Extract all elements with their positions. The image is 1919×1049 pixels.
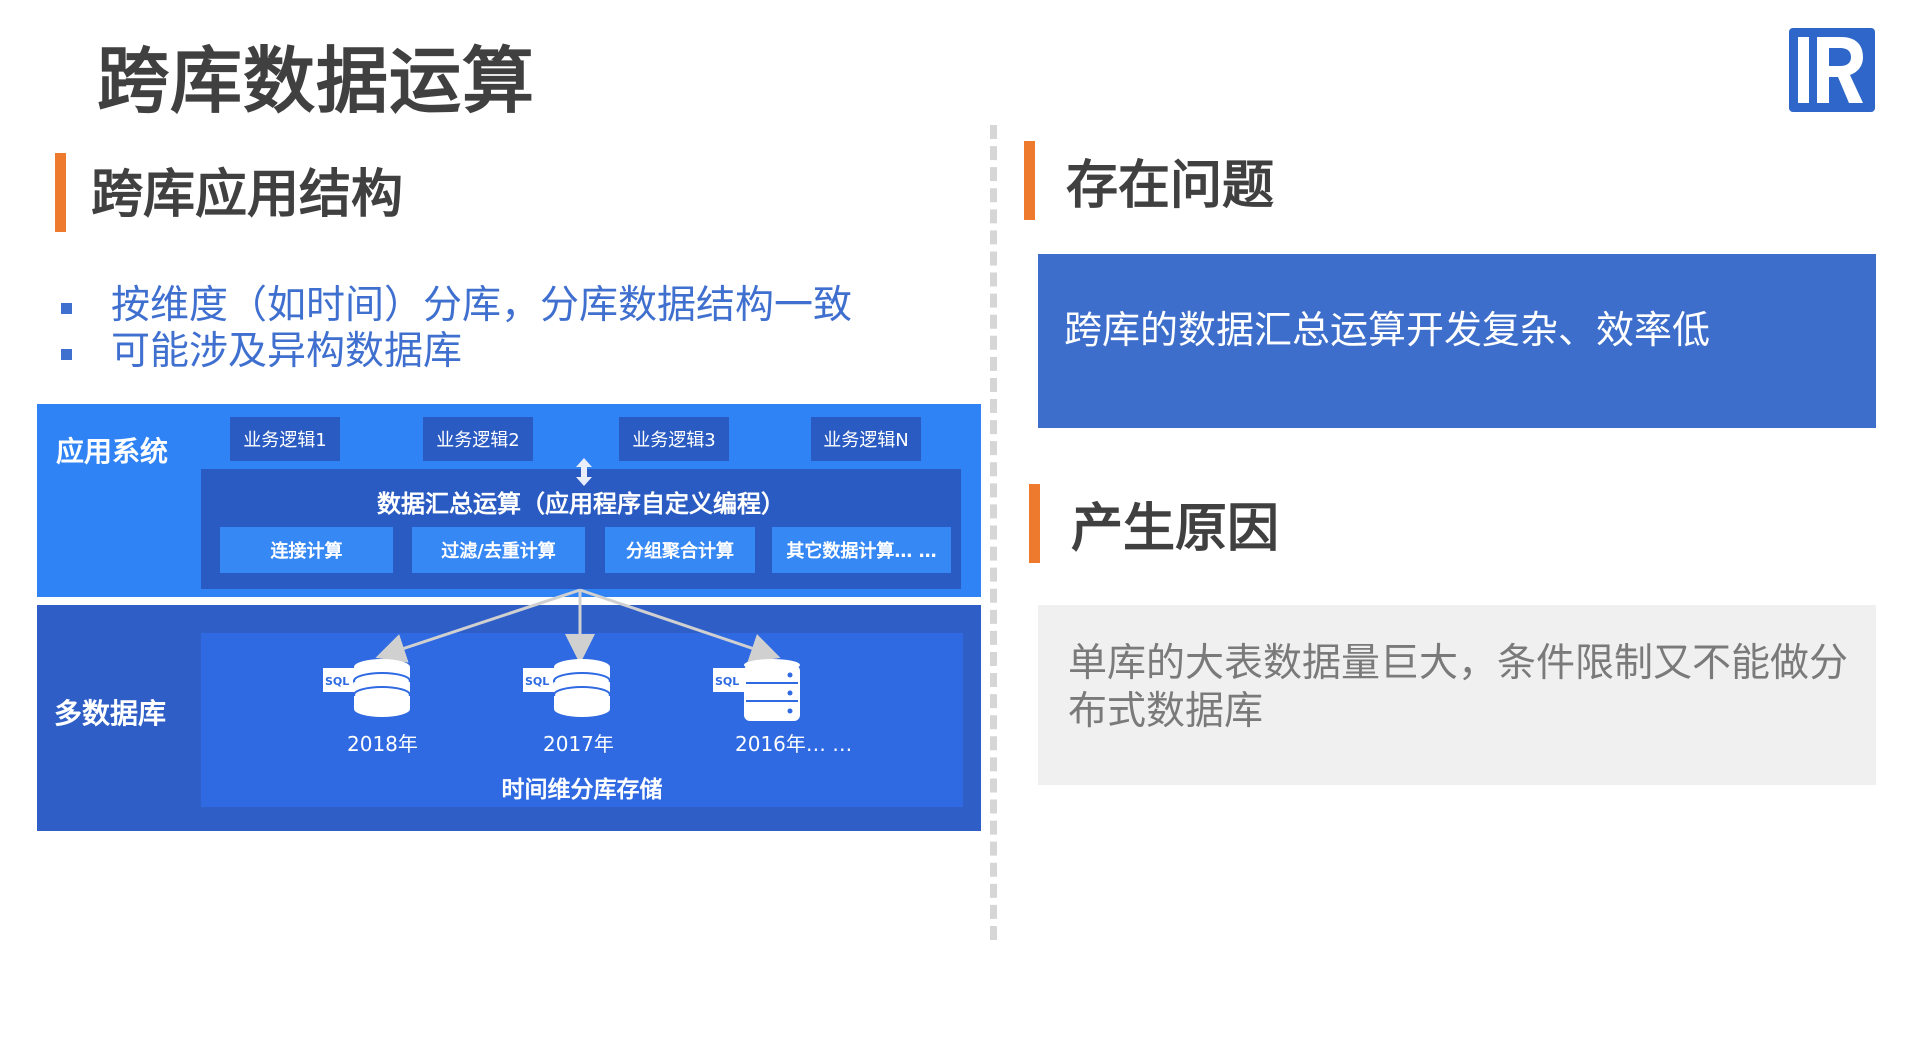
year-label: 2017年 xyxy=(543,732,614,756)
brand-logo xyxy=(1789,28,1875,112)
section-title-structure: 跨库应用结构 xyxy=(91,165,404,225)
sql-icon-text: SQL xyxy=(325,675,349,688)
business-logic-box: 业务逻辑2 xyxy=(423,417,533,461)
op-box-groupby: 分组聚合计算 xyxy=(605,527,755,573)
storage-label: 时间维分库存储 xyxy=(501,777,663,803)
column-divider xyxy=(990,125,997,940)
op-box-join: 连接计算 xyxy=(220,527,393,573)
aggregate-compute-title: 数据汇总运算（应用程序自定义编程） xyxy=(377,490,785,518)
bullet-marker xyxy=(61,349,72,360)
app-system-label: 应用系统 xyxy=(56,435,169,468)
section-accent-bar xyxy=(1029,484,1040,563)
slide-title: 跨库数据运算 xyxy=(97,39,536,123)
bullet-marker xyxy=(61,303,72,314)
year-label: 2018年 xyxy=(347,732,418,756)
section-title-problem: 存在问题 xyxy=(1066,156,1275,216)
bullet-item: 按维度（如时间）分库，分库数据结构一致 xyxy=(111,283,853,328)
sql-database-icon: SQL xyxy=(521,659,611,717)
bullet-item: 可能涉及异构数据库 xyxy=(111,329,463,374)
problem-box xyxy=(1038,254,1876,428)
business-logic-box: 业务逻辑3 xyxy=(619,417,729,461)
section-title-reason: 产生原因 xyxy=(1071,499,1280,559)
double-arrow-icon xyxy=(576,458,592,486)
multi-database-label: 多数据库 xyxy=(54,697,167,730)
op-box-filter: 过滤/去重计算 xyxy=(412,527,585,573)
business-logic-box: 业务逻辑N xyxy=(811,417,921,461)
year-label: 2016年… … xyxy=(735,732,853,756)
section-accent-bar xyxy=(1024,141,1035,220)
reason-text: 单库的大表数据量巨大，条件限制又不能做分布式数据库 xyxy=(1068,641,1849,734)
business-logic-box: 业务逻辑1 xyxy=(230,417,340,461)
op-box-other: 其它数据计算… … xyxy=(772,527,951,573)
sql-database-icon: SQL xyxy=(321,659,411,717)
sql-icon-text: SQL xyxy=(525,675,549,688)
section-accent-bar xyxy=(55,153,66,232)
sql-server-icon: SQL xyxy=(711,659,800,721)
problem-text: 跨库的数据汇总运算开发复杂、效率低 xyxy=(1064,308,1711,352)
sql-icon-text: SQL xyxy=(715,675,739,688)
reason-box xyxy=(1038,605,1876,785)
distribution-arrows xyxy=(375,588,781,664)
